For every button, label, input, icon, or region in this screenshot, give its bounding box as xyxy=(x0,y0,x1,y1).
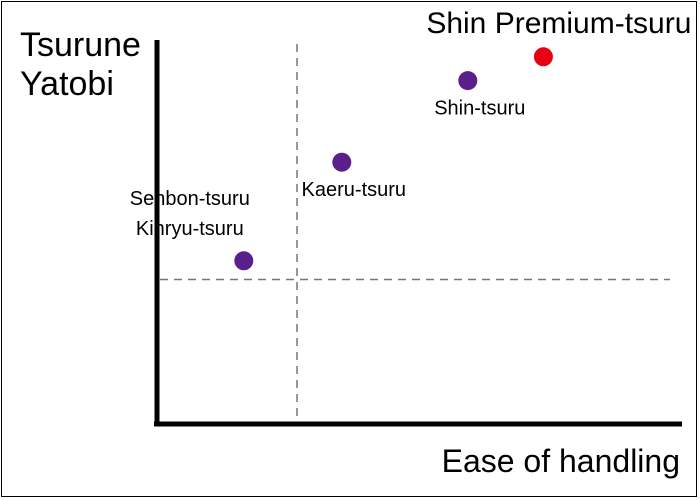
data-point-label-0-0: Senbon-tsuru xyxy=(130,188,250,210)
x-axis-label: Ease of handling xyxy=(442,443,680,479)
data-point-label-3: Shin Premium-tsuru xyxy=(426,7,691,40)
data-point-2 xyxy=(458,71,478,91)
y-axis-label-line-1: Tsurune xyxy=(20,26,141,64)
data-point-1 xyxy=(332,152,352,172)
data-point-0 xyxy=(234,251,254,271)
y-axis-label-line-2: Yatobi xyxy=(20,65,114,103)
data-point-label-1: Kaeru-tsuru xyxy=(302,179,407,201)
data-point-label-2: Shin-tsuru xyxy=(434,98,525,120)
data-point-3 xyxy=(533,47,553,67)
data-point-label-0-1: Kinryu-tsuru xyxy=(136,218,244,240)
